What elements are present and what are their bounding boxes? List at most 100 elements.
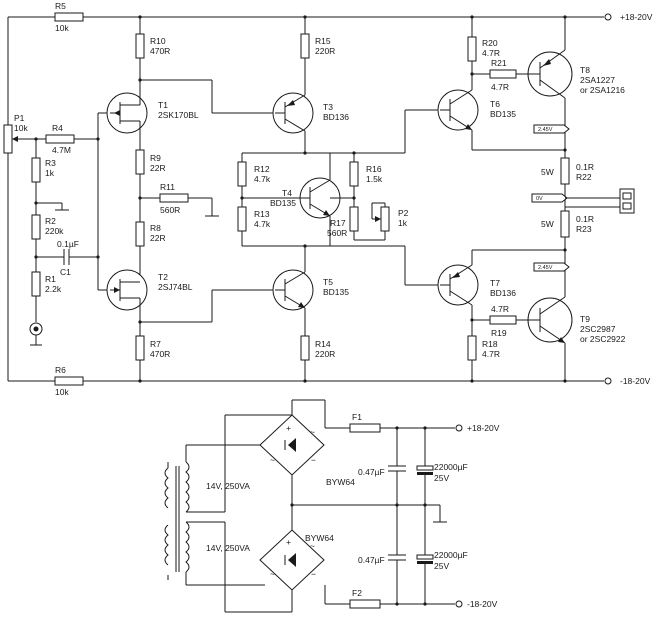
t7-part: BD136 xyxy=(490,288,516,298)
t1-part: 2SK170BL xyxy=(158,110,199,120)
resistor-r2: R2 220k xyxy=(31,214,64,240)
bridge-rectifier-top: + − ~ ~ BYW64 xyxy=(259,400,355,505)
voltage-tag-top-text: 2.45V xyxy=(538,127,553,133)
r16-name: R16 xyxy=(366,164,382,174)
resistor-r19: 4.7R R19 xyxy=(489,304,517,338)
transistor-t7: T7 BD136 xyxy=(437,264,516,306)
bridge-top-tilde: ~ xyxy=(270,455,275,465)
r10-value: 470R xyxy=(150,46,170,56)
cap-small-top-label: 0.47µF xyxy=(358,467,385,477)
r3-name: R3 xyxy=(45,158,56,168)
r22-name: R22 xyxy=(576,172,592,182)
r1-name: R1 xyxy=(45,274,56,284)
r5-value: 10k xyxy=(55,23,69,33)
resistor-r4: R4 4.7M xyxy=(45,123,75,155)
r12-name: R12 xyxy=(254,164,270,174)
r14-name: R14 xyxy=(315,339,331,349)
resistor-r16: R16 1.5k xyxy=(349,161,383,187)
negative-rail-label: -18-20V xyxy=(620,376,651,386)
bridge-bottom-tilde: ~ xyxy=(270,569,275,579)
r11-name: R11 xyxy=(160,182,175,192)
r4-value: 4.7M xyxy=(52,145,71,155)
r22-power: 5W xyxy=(541,167,554,177)
resistor-r8: R8 22R xyxy=(135,221,166,247)
transformer-bottom-label: 14V, 250VA xyxy=(206,543,250,553)
power-supply: 14V, 250VA 14V, 250VA + − ~ ~ BYW64 xyxy=(164,399,500,613)
r7-value: 470R xyxy=(150,349,170,359)
resistor-r6: R6 10k xyxy=(54,365,84,397)
p1-name: P1 xyxy=(14,113,25,123)
r20-name: R20 xyxy=(482,38,498,48)
resistor-r14: R14 220R xyxy=(300,335,335,361)
potentiometer-p2: P2 1k xyxy=(371,202,409,240)
cap-big-top-label: 22000µF xyxy=(434,462,468,472)
cap-big-bottom-voltage: 25V xyxy=(434,561,449,571)
r15-value: 220R xyxy=(315,46,335,56)
t6-part: BD135 xyxy=(490,109,516,119)
transistor-t4: T4 BD135 xyxy=(270,177,341,219)
potentiometer-p1: P1 10k xyxy=(3,113,36,154)
resistor-r21: R21 4.7R xyxy=(489,58,517,92)
t1-name: T1 xyxy=(158,100,168,110)
capacitor-c1: 0.1µF C1 xyxy=(36,239,98,277)
resistor-r5: R5 10k xyxy=(54,1,84,33)
r14-value: 220R xyxy=(315,349,335,359)
r15-name: R15 xyxy=(315,36,331,46)
voltage-tag-bottom-text: 2.45V xyxy=(538,265,553,271)
r18-name: R18 xyxy=(482,339,498,349)
t6-name: T6 xyxy=(490,99,500,109)
r17-name: R17 xyxy=(330,218,346,228)
c1-value: 0.1µF xyxy=(57,239,79,249)
r18-value: 4.7R xyxy=(482,349,500,359)
c1-name: C1 xyxy=(60,267,71,277)
f2-label: F2 xyxy=(352,588,362,598)
transistor-t8: T8 2SA1227 or 2SA1216 xyxy=(527,49,625,99)
r1-value: 2.2k xyxy=(45,284,62,294)
resistor-r3: R3 1k xyxy=(31,157,56,183)
bridge-bottom-label: BYW64 xyxy=(305,533,334,543)
r16-value: 1.5k xyxy=(366,174,383,184)
transistor-t5: T5 BD135 xyxy=(272,269,349,311)
voltage-tag-zero-text: 0V xyxy=(536,196,543,202)
t5-part: BD135 xyxy=(323,287,349,297)
p2-value: 1k xyxy=(398,218,408,228)
output-connector xyxy=(619,188,635,214)
r2-value: 220k xyxy=(45,226,64,236)
cap-big-top-voltage: 25V xyxy=(434,473,449,483)
r4-name: R4 xyxy=(52,123,63,133)
t3-part: BD136 xyxy=(323,112,349,122)
fuse-f1: F1 xyxy=(349,412,381,433)
r13-name: R13 xyxy=(254,209,270,219)
positive-rail-label: +18-20V xyxy=(620,12,653,22)
bridge-bottom-tilde-2: ~ xyxy=(310,541,315,551)
transistor-t6: T6 BD135 xyxy=(437,89,516,131)
input-jack xyxy=(29,322,43,346)
t4-part: BD135 xyxy=(270,198,296,208)
r17-value: 560R xyxy=(327,228,347,238)
resistor-r9: R9 22R xyxy=(135,149,166,175)
r20-value: 4.7R xyxy=(482,48,500,58)
r21-value: 4.7R xyxy=(491,82,509,92)
p2-name: P2 xyxy=(398,208,409,218)
t7-name: T7 xyxy=(490,278,500,288)
r23-name: R23 xyxy=(576,224,592,234)
r21-name: R21 xyxy=(491,58,507,68)
r5-name: R5 xyxy=(55,1,66,11)
r11-value: 560R xyxy=(160,205,180,215)
resistor-r12: R12 4.7k xyxy=(237,161,271,187)
t8-part: 2SA1227 xyxy=(580,75,615,85)
t2-part: 2SJ74BL xyxy=(158,282,193,292)
transistor-t3: T3 BD136 xyxy=(272,92,349,134)
bridge-top-plus: + xyxy=(286,423,291,433)
t9-part: 2SC2987 xyxy=(580,324,616,334)
r12-value: 4.7k xyxy=(254,174,271,184)
resistor-r1: R1 2.2k xyxy=(31,271,62,297)
t5-name: T5 xyxy=(323,277,333,287)
t9-alt: or 2SC2922 xyxy=(580,334,626,344)
bridge-top-tilde-2: ~ xyxy=(310,427,315,437)
transformer-top-label: 14V, 250VA xyxy=(206,481,250,491)
p1-value: 10k xyxy=(14,123,28,133)
r19-name: R19 xyxy=(491,328,507,338)
